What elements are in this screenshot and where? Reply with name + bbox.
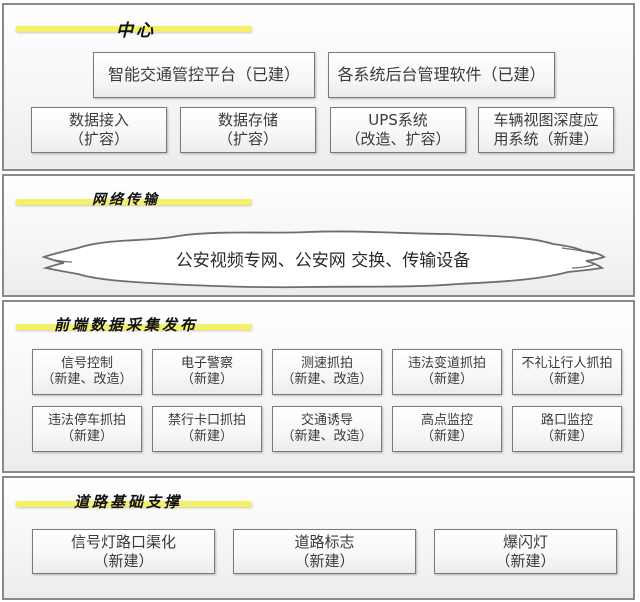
title-highlight (16, 26, 252, 32)
box-illegal-parking: 违法停车抓拍 （新建） (32, 406, 142, 452)
box-intersection-monitoring: 路口监控 （新建） (512, 406, 622, 452)
box-signal-control: 信号控制 （新建、改造） (32, 349, 142, 395)
box-traffic-control-platform: 智能交通管控平台（已建） (93, 52, 315, 98)
panel-title-network: 网络传输 (92, 192, 160, 208)
box-speed-capture: 测速抓拍 （新建、改造） (272, 349, 382, 395)
box-strobe-lights: 爆闪灯 （新建） (434, 529, 617, 574)
box-road-signs: 道路标志 （新建） (233, 529, 416, 574)
panel-network: 网络传输 公安视频专网、公安网 交换、传输设备 (2, 174, 635, 297)
panel-road: 道路基础支撑 信号灯路口渠化 （新建） 道路标志 （新建） 爆闪灯 （新建） (2, 476, 635, 600)
panel-title-frontend: 前端数据采集发布 (54, 316, 199, 334)
panel-title-center: 中心 (116, 21, 156, 41)
box-high-point-monitoring: 高点监控 （新建） (392, 406, 502, 452)
title-highlight (16, 324, 252, 330)
box-backend-management-software: 各系统后台管理软件（已建） (328, 52, 555, 98)
panel-center: 中心 智能交通管控平台（已建） 各系统后台管理软件（已建） 数据接入 （扩容） … (2, 3, 635, 171)
cloud-shape-icon (41, 230, 606, 289)
box-traffic-guidance: 交通诱导 （新建、改造） (272, 406, 382, 452)
title-highlight (16, 199, 252, 205)
network-cloud: 公安视频专网、公安网 交换、传输设备 (38, 224, 608, 294)
title-highlight (16, 501, 252, 507)
box-signal-intersection-channelization: 信号灯路口渠化 （新建） (32, 529, 215, 574)
box-data-storage: 数据存储 （扩容） (180, 107, 316, 153)
box-pedestrian-yield: 不礼让行人抓拍 （新建） (512, 349, 622, 395)
panel-frontend: 前端数据采集发布 信号控制 （新建、改造） 电子警察 （新建） 测速抓拍 （新建… (2, 300, 635, 473)
network-description: 公安视频专网、公安网 交换、传输设备 (175, 251, 471, 271)
box-vehicle-view-application: 车辆视图深度应 用系统（新建） (478, 107, 614, 153)
panel-title-road: 道路基础支撑 (74, 493, 183, 511)
box-illegal-lane-change: 违法变道抓拍 （新建） (392, 349, 502, 395)
box-data-access: 数据接入 （扩容） (31, 107, 167, 153)
box-restricted-checkpoint: 禁行卡口抓拍 （新建） (152, 406, 262, 452)
box-electronic-police: 电子警察 （新建） (152, 349, 262, 395)
box-ups-system: UPS系统 （改造、扩容） (330, 107, 466, 153)
